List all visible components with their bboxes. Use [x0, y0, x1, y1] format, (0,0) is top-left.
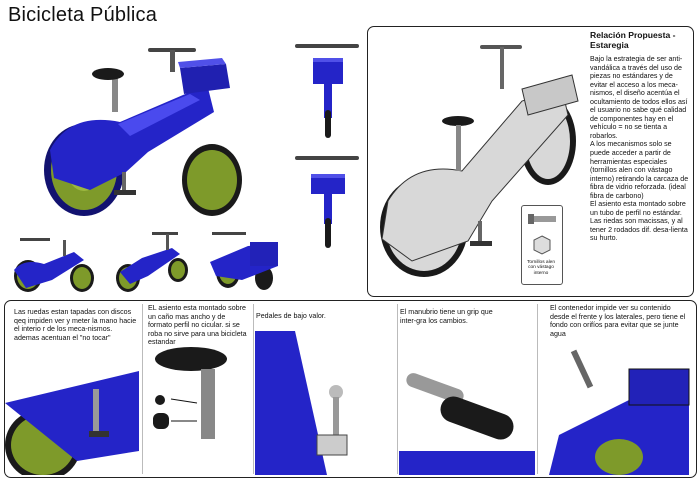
- proposal-paragraph: Bajo la estrategia de ser anti-vandálica…: [590, 55, 688, 140]
- proposal-title-line: Estaregia: [590, 40, 629, 50]
- proposal-title-line: Relación Propuesta -: [590, 30, 676, 40]
- detail-handlebar-caption: El manubrio tiene un grip que inter-gra …: [400, 308, 493, 325]
- proposal-title: Relación Propuesta - Estaregia: [590, 30, 675, 50]
- bike-front-view: [295, 44, 359, 138]
- detail-handlebar-image: [399, 373, 535, 475]
- detail-seat-caption: EL asiento esta montado sobre un caño ma…: [148, 304, 247, 347]
- bike-perspective-view-small: [116, 232, 188, 292]
- proposal-paragraph: El asiento esta montado sobre un tubo de…: [590, 200, 686, 217]
- detail-pedals-caption: Pedales de bajo valor.: [256, 312, 326, 320]
- detail-container-image: [549, 349, 690, 475]
- detail-pedals-image: [255, 331, 348, 475]
- detail-seat-image: [153, 347, 227, 439]
- bike-rear-view: [295, 156, 359, 248]
- screw-caption: Tornillos alen con vástago interno: [527, 260, 555, 276]
- bike-main-render: [44, 48, 242, 216]
- screw-detail-box: [521, 205, 563, 285]
- page-title: Bicicleta Pública: [8, 4, 158, 26]
- proposal-paragraph: Las riedas son macissas, y al tener 2 ro…: [590, 217, 688, 243]
- bike-basket-view-small: [210, 232, 278, 290]
- bike-gray-model-render: [380, 45, 579, 277]
- screw-head-icon: [528, 214, 534, 224]
- detail-wheels-image: [5, 371, 139, 475]
- hex-socket-icon: [533, 235, 551, 255]
- proposal-text: Bajo la estrategia de ser anti-vandálica…: [590, 55, 690, 243]
- bike-side-view-small: [14, 238, 94, 292]
- detail-container-caption: El contenedor impide ver su contenido de…: [550, 304, 686, 338]
- proposal-paragraph: A los mecanismos solo se puede acceder a…: [590, 140, 689, 200]
- details-panel: Las ruedas estan tapadas con discos qeq …: [4, 300, 697, 478]
- detail-wheels-caption: Las ruedas estan tapadas con discos qeq …: [14, 308, 137, 342]
- proposal-panel: Tornillos alen con vástago interno Relac…: [367, 26, 694, 297]
